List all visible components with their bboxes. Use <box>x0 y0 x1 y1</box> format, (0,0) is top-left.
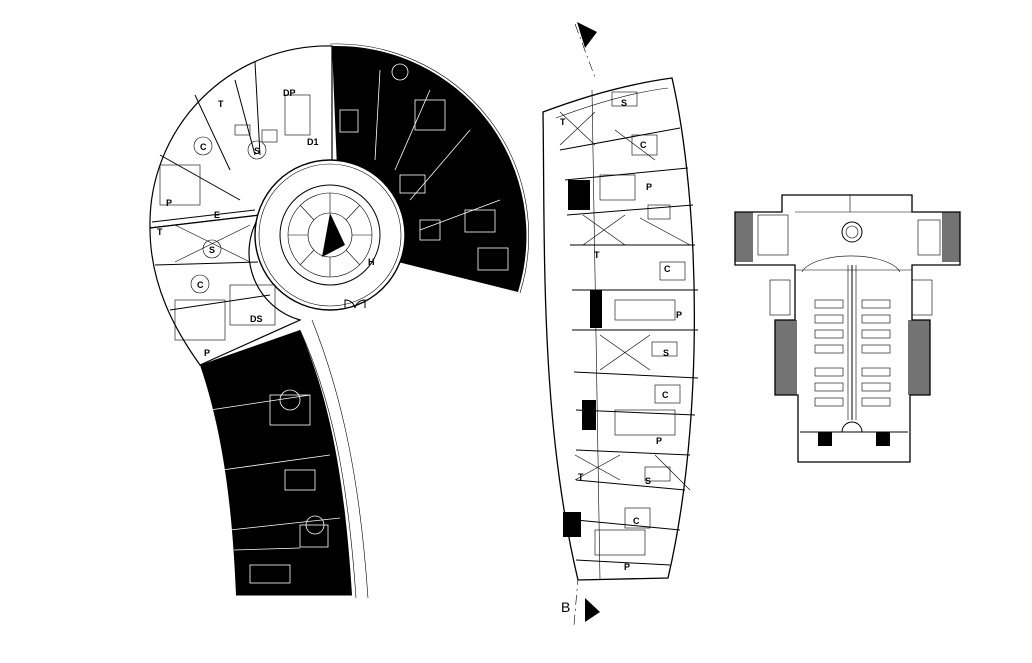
room-label-dp: DP <box>283 88 296 98</box>
strip-label-p4: P <box>624 562 630 572</box>
room-label-p1: P <box>166 198 172 208</box>
strip-label-c4: C <box>633 516 640 526</box>
strip-label-c3: C <box>662 390 669 400</box>
core-block-4 <box>563 512 581 537</box>
upper-room-partitions <box>339 63 509 271</box>
section-arrow-icon <box>585 598 600 622</box>
room-label-t1: T <box>218 99 224 109</box>
strip-label-p1: P <box>646 182 652 192</box>
office-partitions <box>151 61 311 341</box>
strip-crossed-rooms <box>559 111 691 491</box>
strip-label-s2: S <box>663 348 669 358</box>
curved-strip-plan: B <box>542 22 699 626</box>
lobby-door-swing <box>344 299 366 309</box>
core-block-1 <box>568 180 590 210</box>
strip-label-c1: C <box>640 140 647 150</box>
room-label-s2: S <box>209 245 215 255</box>
strip-label-t1: T <box>560 117 566 127</box>
strip-label-p3: P <box>656 436 662 446</box>
room-label-p2: P <box>204 348 210 358</box>
room-label-t2: T <box>157 227 163 237</box>
strip-label-s3: S <box>645 476 651 486</box>
dark-wing-upper <box>332 45 527 293</box>
stage-fixture-icon <box>841 221 863 243</box>
room-label-d1: D1 <box>307 137 319 147</box>
core-block-3 <box>582 400 596 430</box>
strip-label-s1: S <box>621 98 627 108</box>
strip-outline <box>542 77 695 581</box>
hall-floor-plan <box>734 194 961 463</box>
room-label-c1: C <box>200 142 207 152</box>
entrance-pier-right <box>876 432 890 446</box>
hatched-wall-blocks <box>735 212 960 395</box>
tail-room-partitions <box>209 389 341 584</box>
room-label-h: H <box>368 257 375 267</box>
door-swing-icon <box>841 421 863 433</box>
strip-label-p2: P <box>676 310 682 320</box>
spiral-floor-plan: T DP D1 C S P E T S C DS P H <box>149 43 529 599</box>
room-label-s1: S <box>254 146 260 156</box>
room-label-ds: DS <box>250 314 263 324</box>
section-arrow-icon <box>577 22 597 48</box>
room-label-c2: C <box>197 280 204 290</box>
pew-rows <box>814 299 891 407</box>
room-label-e: E <box>214 210 220 220</box>
furniture-set-icon <box>190 124 278 294</box>
section-marker-b: B <box>561 599 570 615</box>
office-wing-lower-left <box>149 214 302 366</box>
strip-label-t3: T <box>578 472 584 482</box>
furniture-set-icon <box>594 91 686 556</box>
strip-label-c2: C <box>664 264 671 274</box>
strip-label-t2: T <box>594 250 600 260</box>
core-block-2 <box>590 290 602 328</box>
entrance-pier-left <box>818 432 832 446</box>
spiral-stair-icon <box>279 184 381 286</box>
